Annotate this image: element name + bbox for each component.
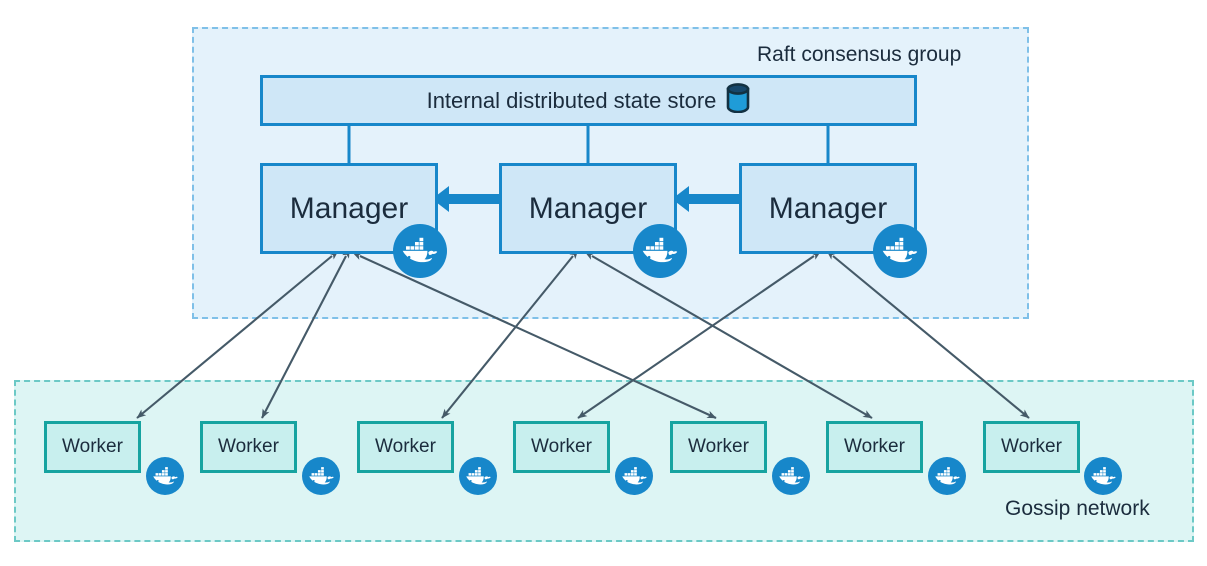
worker-node-3[interactable]: Worker	[513, 421, 610, 473]
gossip-network-label: Gossip network	[1005, 497, 1150, 520]
docker-whale-icon	[459, 457, 497, 495]
edge-manager1-worker5	[584, 251, 873, 419]
worker-node-2[interactable]: Worker	[357, 421, 454, 473]
worker-label: Worker	[688, 436, 749, 457]
worker-node-4[interactable]: Worker	[670, 421, 767, 473]
docker-whale-icon	[146, 457, 184, 495]
edge-manager0-worker1	[261, 248, 350, 419]
docker-whale-icon	[1084, 457, 1122, 495]
worker-label: Worker	[62, 436, 123, 457]
worker-label: Worker	[844, 436, 905, 457]
manager-peer-connectors	[432, 186, 804, 212]
docker-whale-icon	[615, 457, 653, 495]
worker-node-6[interactable]: Worker	[983, 421, 1080, 473]
worker-node-5[interactable]: Worker	[826, 421, 923, 473]
edge-manager0-worker4	[352, 252, 717, 419]
worker-label: Worker	[218, 436, 279, 457]
worker-label: Worker	[375, 436, 436, 457]
raft-consensus-group-label: Raft consensus group	[757, 43, 962, 66]
docker-whale-icon	[873, 224, 927, 278]
manager-label: Manager	[768, 191, 888, 225]
manager-label: Manager	[528, 191, 648, 225]
manager-worker-connectors	[136, 248, 1030, 419]
worker-label: Worker	[531, 436, 592, 457]
worker-label: Worker	[1001, 436, 1062, 457]
docker-whale-icon	[633, 224, 687, 278]
docker-whale-icon	[393, 224, 447, 278]
docker-whale-icon	[302, 457, 340, 495]
docker-whale-icon	[772, 457, 810, 495]
state-store-label: Internal distributed state store	[426, 87, 717, 113]
internal-state-store-node[interactable]: Internal distributed state store	[260, 75, 917, 126]
edge-manager1-worker2	[441, 249, 579, 419]
worker-node-1[interactable]: Worker	[200, 421, 297, 473]
docker-whale-icon	[928, 457, 966, 495]
worker-node-0[interactable]: Worker	[44, 421, 141, 473]
edge-manager2-worker6	[826, 250, 1030, 419]
edge-manager2-worker3	[577, 251, 821, 419]
store-to-manager-connectors	[347, 126, 830, 163]
manager-label: Manager	[289, 191, 409, 225]
database-cylinder-icon	[726, 82, 750, 119]
edge-manager0-worker0	[136, 250, 339, 419]
